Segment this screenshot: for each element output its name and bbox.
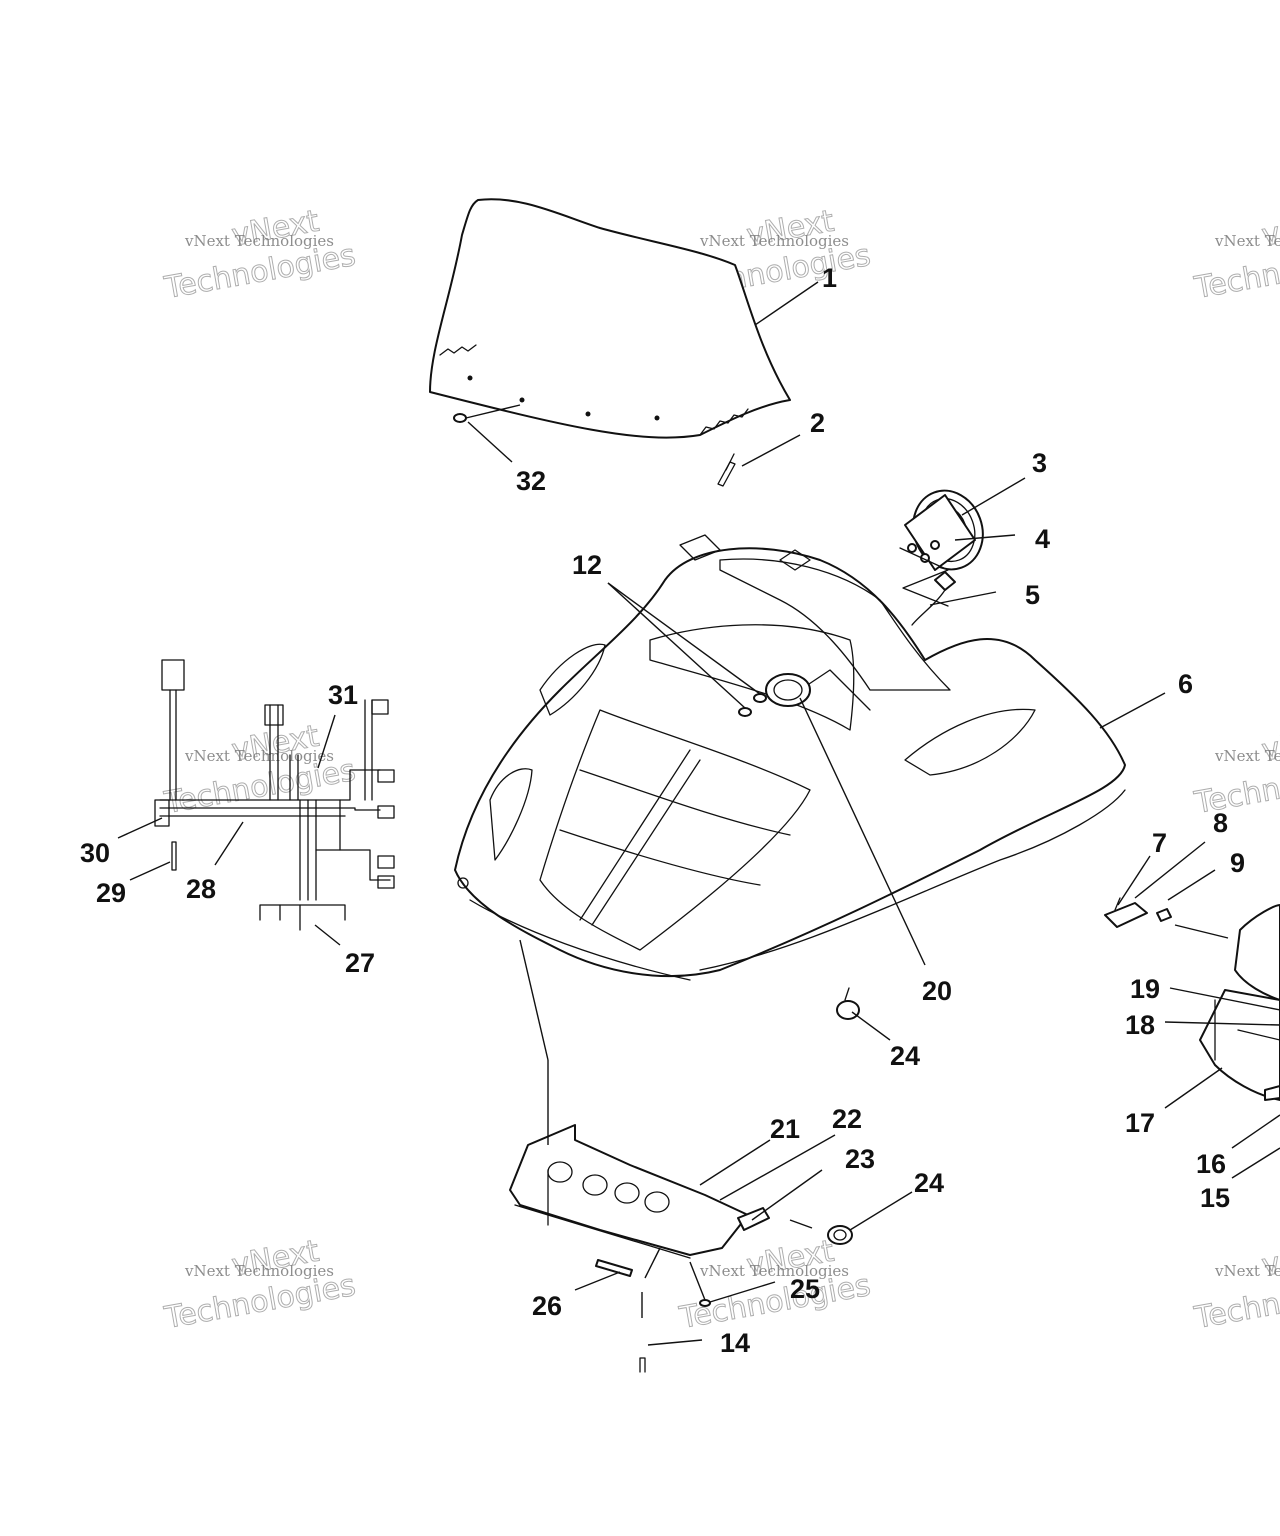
watermark-middle: vNext Technologies [1214,232,1280,250]
wire-harness [154,659,395,931]
latch-parts [1104,897,1172,928]
callout-19: 19 [1130,974,1160,1004]
callout-labels: 1 2 3 4 5 6 7 8 9 12 14 15 16 17 18 19 2… [80,263,1245,1358]
callout-22: 22 [832,1104,862,1134]
callout-29: 29 [96,878,126,908]
callout-16: 16 [1196,1149,1226,1179]
watermark-middle: vNext Technologies [184,232,334,250]
side-panel [1199,904,1280,1101]
callout-12: 12 [572,550,602,580]
windshield-washer [453,413,467,423]
watermark-middle: vNext Technologies [1214,747,1280,765]
callout-26: 26 [532,1291,562,1321]
windshield-screw [717,453,736,487]
watermark-group: vNext vNext Technologies Technologies vN… [161,203,1280,1336]
callout-3: 3 [1032,448,1047,478]
watermark-middle: vNext Technologies [184,1262,334,1280]
callout-1: 1 [822,263,837,293]
watermark-middle: vNext Technologies [699,1262,849,1280]
callout-6: 6 [1178,669,1193,699]
callout-4: 4 [1035,524,1050,554]
leader-lines [117,281,1280,1346]
callout-5: 5 [1025,580,1040,610]
callout-2: 2 [810,408,825,438]
callout-32: 32 [516,466,546,496]
gauge-assembly [904,489,984,571]
callout-27: 27 [345,948,375,978]
front-bumper [509,1124,749,1259]
hood [454,534,1126,981]
callout-8: 8 [1213,808,1228,838]
watermark-middle: vNext Technologies [184,747,334,765]
callout-15: 15 [1200,1183,1230,1213]
callout-18: 18 [1125,1010,1155,1040]
callout-24-upper: 24 [890,1041,920,1071]
callout-9: 9 [1230,848,1245,878]
windshield [429,198,791,439]
callout-20: 20 [922,976,952,1006]
callout-17: 17 [1125,1108,1155,1138]
callout-23: 23 [845,1144,875,1174]
watermark-middle: vNext Technologies [699,232,849,250]
callout-28: 28 [186,874,216,904]
callout-30: 30 [80,838,110,868]
callout-14: 14 [720,1328,750,1358]
callout-31: 31 [328,680,358,710]
watermark-middle: vNext Technologies [1214,1262,1280,1280]
callout-7: 7 [1152,828,1167,858]
callout-21: 21 [770,1114,800,1144]
callout-24-lower: 24 [914,1168,944,1198]
gauge-bulb [899,547,956,626]
callout-25: 25 [790,1274,820,1304]
